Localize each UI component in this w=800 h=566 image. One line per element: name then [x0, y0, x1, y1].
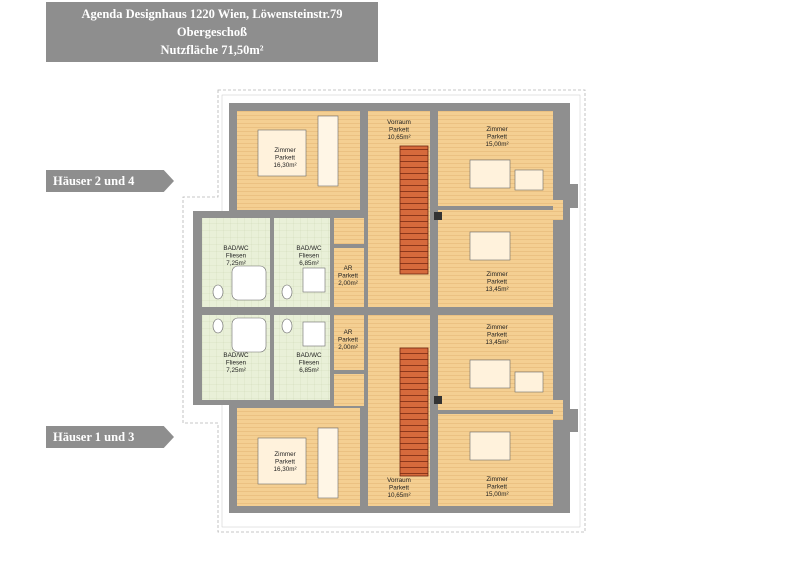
bed-top-left	[257, 129, 307, 177]
bay-window-top	[553, 200, 563, 220]
toilet-bottom-right	[281, 318, 293, 334]
shower-top	[302, 267, 326, 293]
hall-top	[334, 218, 364, 244]
shower-bottom	[302, 321, 326, 347]
bed-bottom-left	[257, 437, 307, 485]
label-houses-2-4: Häuser 2 und 4	[46, 170, 174, 192]
desk-mid-bottom-2	[514, 371, 544, 393]
bathtub-bottom	[231, 317, 267, 353]
chimney-top	[434, 212, 442, 220]
terrace-outline	[182, 89, 586, 533]
room-ar-top	[334, 248, 364, 307]
wardrobe-top	[317, 115, 339, 187]
usable-area: Nutzfläche 71,50m²	[160, 43, 264, 57]
plan-title-box: Agenda Designhaus 1220 Wien, Löwensteins…	[46, 2, 378, 62]
chimney-bottom	[434, 396, 442, 404]
desk-bottom-right	[469, 431, 511, 461]
desk-top-right	[469, 159, 511, 189]
desk-mid-bottom	[469, 359, 511, 389]
toilet-top-right	[281, 284, 293, 300]
staircase-top	[399, 145, 429, 275]
bathtub-top	[231, 265, 267, 301]
room-ar-bottom	[334, 315, 364, 370]
label-houses-1-3: Häuser 1 und 3	[46, 426, 174, 448]
hall-bottom	[334, 374, 364, 406]
desk-top-right-2	[514, 169, 544, 191]
staircase-bottom	[399, 347, 429, 477]
bay-window-bottom	[553, 400, 563, 420]
wardrobe-bottom	[317, 427, 339, 499]
desk-mid-top	[469, 231, 511, 261]
floor-name: Obergeschoß	[176, 25, 248, 39]
toilet-bottom-left	[212, 318, 224, 334]
toilet-top-left	[212, 284, 224, 300]
plan-title: Agenda Designhaus 1220 Wien, Löwensteins…	[81, 7, 343, 21]
